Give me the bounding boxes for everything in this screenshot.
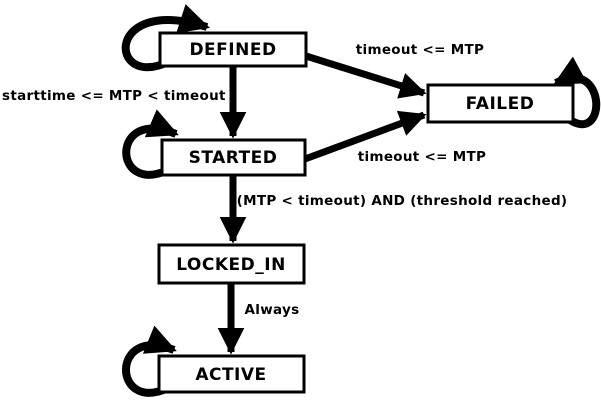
state-started-label: STARTED [189,148,278,168]
state-failed-box [426,83,575,124]
state-started: STARTED [160,138,307,177]
edge-defined-to-failed [304,52,427,99]
state-active-label: ACTIVE [195,365,266,385]
state-active: ACTIVE [157,354,306,394]
edge-label-started-to-failed: timeout <= MTP [358,149,486,165]
state-failed: FAILED [426,83,575,124]
state-defined-label: DEFINED [189,40,276,60]
state-defined-box [158,31,308,68]
edge-label-defined-to-started: starttime <= MTP < timeout [2,88,226,104]
self-loop-active [122,325,177,397]
state-defined: DEFINED [158,31,308,68]
edge-started-to-failed [303,110,427,163]
self-loop-defined [121,4,210,72]
edge-label-started-to-locked-in: (MTP < timeout) AND (threshold reached) [237,193,568,209]
edge-label-defined-to-failed: timeout <= MTP [356,42,484,58]
state-active-box [157,354,306,394]
state-failed-label: FAILED [466,94,535,114]
edge-label-locked-in-to-active: Always [245,302,300,318]
state-locked-in: LOCKED_IN [157,243,306,285]
state-locked-in-label: LOCKED_IN [176,255,286,275]
state-started-box [160,138,307,177]
state-locked-in-box [157,243,306,285]
self-loop-started [122,109,179,179]
self-loop-failed [553,56,601,129]
